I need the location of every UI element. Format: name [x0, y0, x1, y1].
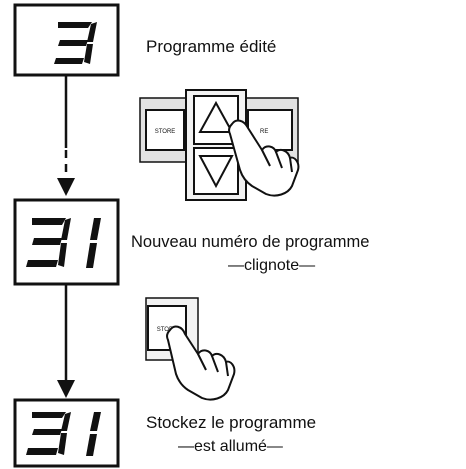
step-2-subcaption: —clignote—: [228, 257, 316, 274]
seven-segment-digits: [54, 22, 97, 64]
down-arrow-icon: [198, 155, 234, 189]
step-3-subcaption: —est allumé—: [178, 438, 283, 455]
arrow-down-icon: [57, 380, 75, 398]
flow-arrow-2: [57, 284, 75, 398]
pointing-hand-icon: [165, 325, 236, 401]
store-button-label: STORE: [155, 129, 176, 135]
flow-arrow-1: [57, 75, 75, 196]
step-1-caption: Programme édité: [146, 37, 277, 56]
arrow-down-icon: [57, 178, 75, 196]
display-box-step-1: [13, 3, 120, 77]
store-button-label: STORE: [157, 327, 178, 333]
step-2-caption: Nouveau numéro de programme: [131, 233, 370, 251]
hidden-key-label: RE: [260, 129, 268, 135]
store-press-panel: STORE: [145, 297, 236, 401]
store-button[interactable]: STORE: [145, 109, 185, 151]
down-button[interactable]: [193, 147, 239, 195]
display-box-step-3: [13, 398, 120, 468]
seven-segment-digits: [26, 412, 101, 456]
control-panel: STORE RE: [139, 89, 300, 201]
seven-segment-digits: [26, 218, 101, 268]
pointing-hand-icon: [227, 119, 300, 197]
display-box-step-2: [13, 198, 120, 286]
step-3-caption: Stockez le programme: [146, 413, 317, 432]
up-arrow-icon: [198, 100, 234, 133]
